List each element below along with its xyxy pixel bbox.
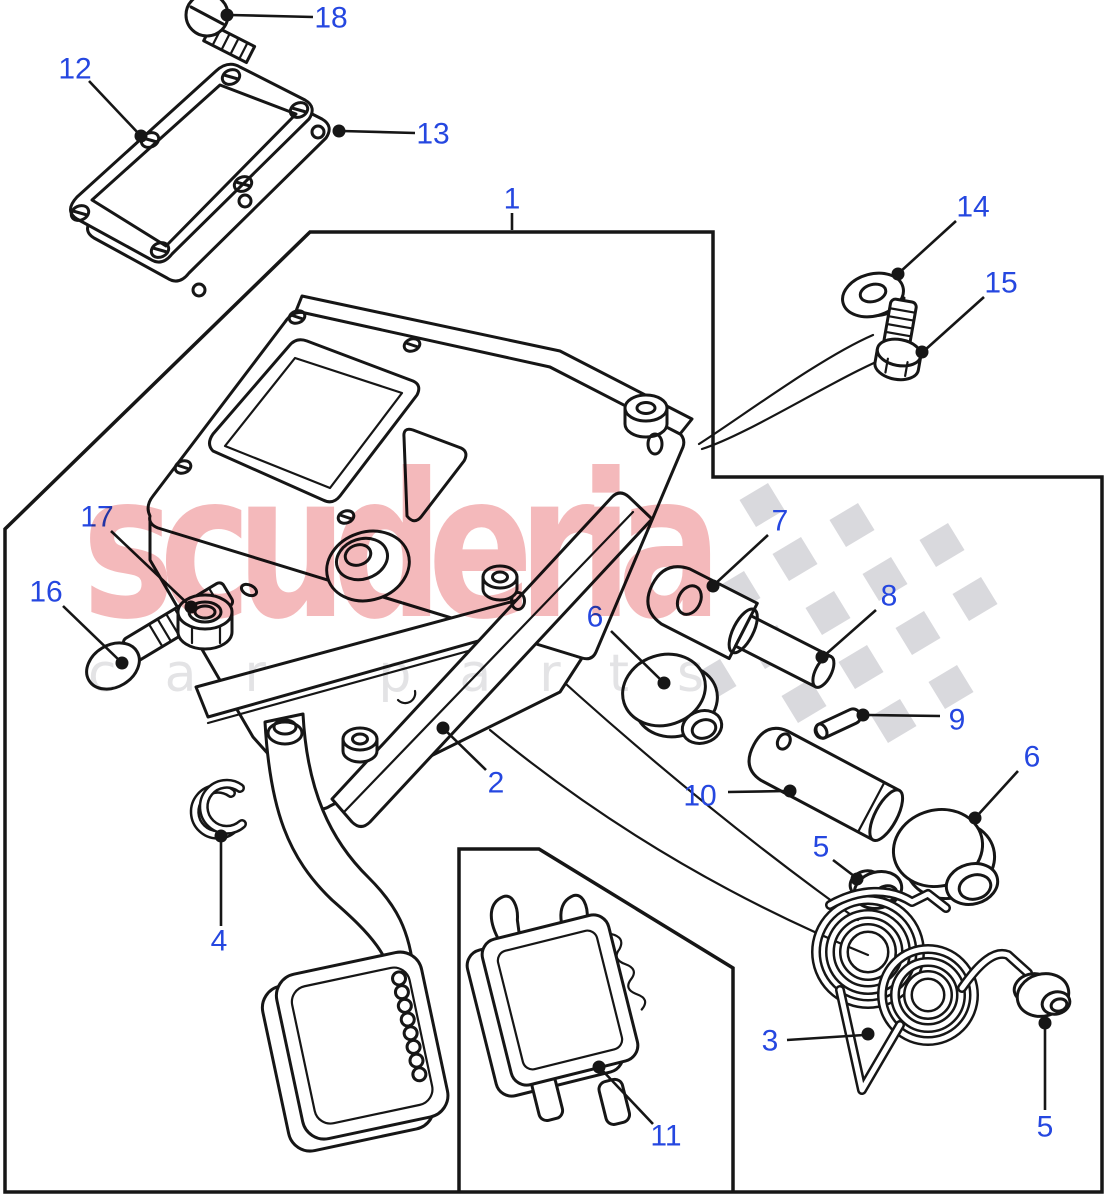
part-6-bush-left-drawing <box>621 652 724 745</box>
part-number-label: 12 <box>58 53 91 86</box>
inset-box <box>457 847 735 1192</box>
checker-tile <box>919 523 965 567</box>
leader-dot <box>214 829 228 843</box>
part-number-label: 5 <box>1037 1111 1054 1144</box>
callout-11: 11 <box>592 1060 682 1153</box>
checker-tile <box>928 665 974 709</box>
callout-6: 6 <box>587 601 671 690</box>
part-6-bush-right-drawing <box>891 807 1000 906</box>
leader-dot <box>856 708 870 722</box>
callout-17: 17 <box>80 501 198 614</box>
part-number-label: 13 <box>416 118 449 151</box>
callouts: 18 12 13 1 14 15 17 16 7 8 6 9 10 6 2 5 4 3 11 5 <box>29 2 1053 1153</box>
callout-16: 16 <box>29 576 129 670</box>
leader-dot <box>436 721 450 735</box>
leader-dot <box>1038 1016 1052 1030</box>
checker-tile <box>781 679 827 723</box>
part-1-pedal-box-drawing <box>146 294 694 828</box>
leader-dot <box>915 345 929 359</box>
callout-14: 14 <box>891 191 990 281</box>
checker-tile <box>895 611 941 655</box>
checker-tile <box>862 557 908 601</box>
callout-5: 5 <box>1037 1016 1054 1144</box>
corner-nut <box>623 393 669 439</box>
part-number-label: 4 <box>211 925 228 958</box>
leader-dot <box>220 8 234 22</box>
checker-tile <box>772 537 818 581</box>
leader-dot <box>891 267 905 281</box>
part-3-spring-drawing <box>811 886 1033 1095</box>
callout-9: 9 <box>856 704 966 737</box>
leader-dot <box>134 129 148 143</box>
checker-tile <box>952 577 998 621</box>
callout-6: 6 <box>968 741 1041 825</box>
part-14-washer-drawing <box>841 271 906 319</box>
callout-18: 18 <box>220 2 348 35</box>
part-number-label: 6 <box>1024 741 1041 774</box>
part-number-label: 16 <box>29 576 62 609</box>
leader-dot <box>861 1027 875 1041</box>
callout-8: 8 <box>815 580 898 664</box>
checker-tile <box>829 503 875 547</box>
part-number-label: 7 <box>772 505 789 538</box>
callout-2: 2 <box>436 721 505 800</box>
checker-tile <box>838 645 884 689</box>
clutch-pedal-drawing <box>260 712 450 1153</box>
leader-dot <box>815 650 829 664</box>
part-number-label: 15 <box>984 267 1017 300</box>
part-number-label: 6 <box>587 601 604 634</box>
callout-1: 1 <box>504 183 521 230</box>
checker-tile <box>871 699 917 743</box>
callout-4: 4 <box>211 829 228 958</box>
part-15-bolt-drawing <box>873 297 923 382</box>
part-10-clevis-pin-drawing <box>747 726 905 842</box>
part-number-label: 5 <box>813 831 830 864</box>
diagram-frame <box>3 230 1104 1194</box>
leader-dot <box>332 124 346 138</box>
callout-12: 12 <box>58 53 148 143</box>
callout-5: 5 <box>813 831 864 886</box>
part-2-pedal-plate-drawing <box>330 491 654 828</box>
part-number-label: 18 <box>314 2 347 35</box>
part-5-grommet-bottom-drawing <box>1012 972 1072 1018</box>
part-4-clip-drawing <box>189 778 247 840</box>
callout-15: 15 <box>915 267 1018 359</box>
part-number-label: 17 <box>80 501 113 534</box>
part-number-label: 2 <box>488 767 505 800</box>
leader-dot <box>184 600 198 614</box>
callout-10: 10 <box>683 780 797 813</box>
part-number-label: 1 <box>504 183 521 216</box>
part-number-label: 9 <box>949 704 966 737</box>
part-7-trunnion-drawing <box>646 565 836 689</box>
leader-dot <box>783 784 797 798</box>
part-number-label: 3 <box>762 1025 779 1058</box>
part-number-label: 8 <box>881 580 898 613</box>
part-number-label: 14 <box>956 191 989 224</box>
leader-dot <box>657 676 671 690</box>
leader-dot <box>592 1060 606 1074</box>
part-9-pin-drawing <box>813 707 862 740</box>
leader-dot <box>706 579 720 593</box>
checker-tile <box>805 591 851 635</box>
part-18-screw-drawing <box>184 0 257 65</box>
callout-3: 3 <box>762 1025 875 1058</box>
checker-tile <box>739 483 785 527</box>
leader-dot <box>968 811 982 825</box>
leader-dot <box>850 872 864 886</box>
callout-13: 13 <box>332 118 450 151</box>
callout-7: 7 <box>706 505 789 593</box>
leader-dot <box>115 656 129 670</box>
part-11-pedal-rubber-drawing <box>465 893 647 1126</box>
part-number-label: 11 <box>650 1120 681 1153</box>
part-number-label: 10 <box>683 780 716 813</box>
part-12-cover-plate-drawing <box>69 62 314 264</box>
